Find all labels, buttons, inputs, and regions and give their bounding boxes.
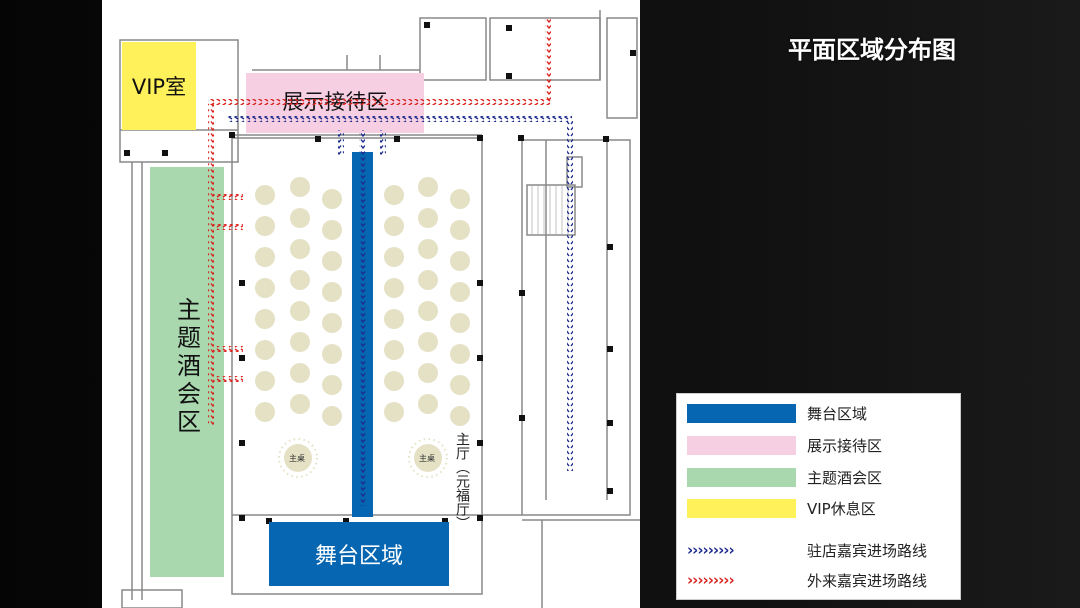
legend-label: 舞台区域 [807,405,868,423]
hotel-guest-route [227,116,573,506]
legend-item-cocktail: 主题酒会区 [677,465,960,489]
legend-item-stage: 舞台区域 [677,401,960,425]
slide-title: 平面区域分布图 [788,36,956,64]
head-table-label: 主桌 [419,454,435,463]
cocktail-label: 主题酒会区 [172,297,201,437]
stage-zone: 舞台区域 [269,522,449,586]
legend-swatch-cocktail [687,468,796,487]
floor-plan: VIP室 展示接待区 主题酒会区 舞台区域 主桌 主桌 主厅（元福厅） [102,0,640,608]
legend-swatch-stage [687,404,796,423]
legend-label: VIP休息区 [807,500,876,518]
blue-chevron-icon: ››››››››› [687,541,735,559]
legend-swatch-vip [687,499,796,518]
entry-routes [208,18,573,506]
legend-swatch-reception [687,436,796,455]
legend-label: 外来嘉宾进场路线 [807,572,928,590]
legend-item-reception: 展示接待区 [677,433,960,457]
legend: 舞台区域 展示接待区 主题酒会区 VIP休息区 ››››››››› 驻店嘉宾进场… [676,393,961,600]
vip-room-label: VIP室 [131,75,187,99]
external-guest-route [208,18,551,426]
head-table-label: 主桌 [289,454,305,463]
cocktail-zone: 主题酒会区 [150,167,224,577]
main-hall-label: 主厅（元福厅） [454,432,470,530]
legend-item-hotel-route: ››››››››› 驻店嘉宾进场路线 [677,538,960,562]
legend-item-external-route: ››››››››› 外来嘉宾进场路线 [677,568,960,592]
stage-label: 舞台区域 [314,544,403,569]
red-chevron-icon: ››››››››› [687,571,735,589]
legend-label: 主题酒会区 [807,469,883,487]
legend-label: 展示接待区 [807,437,883,455]
floor-plan-walls [119,10,640,608]
vip-room-zone: VIP室 [122,42,196,130]
legend-label: 驻店嘉宾进场路线 [807,542,928,560]
legend-item-vip: VIP休息区 [677,496,960,520]
